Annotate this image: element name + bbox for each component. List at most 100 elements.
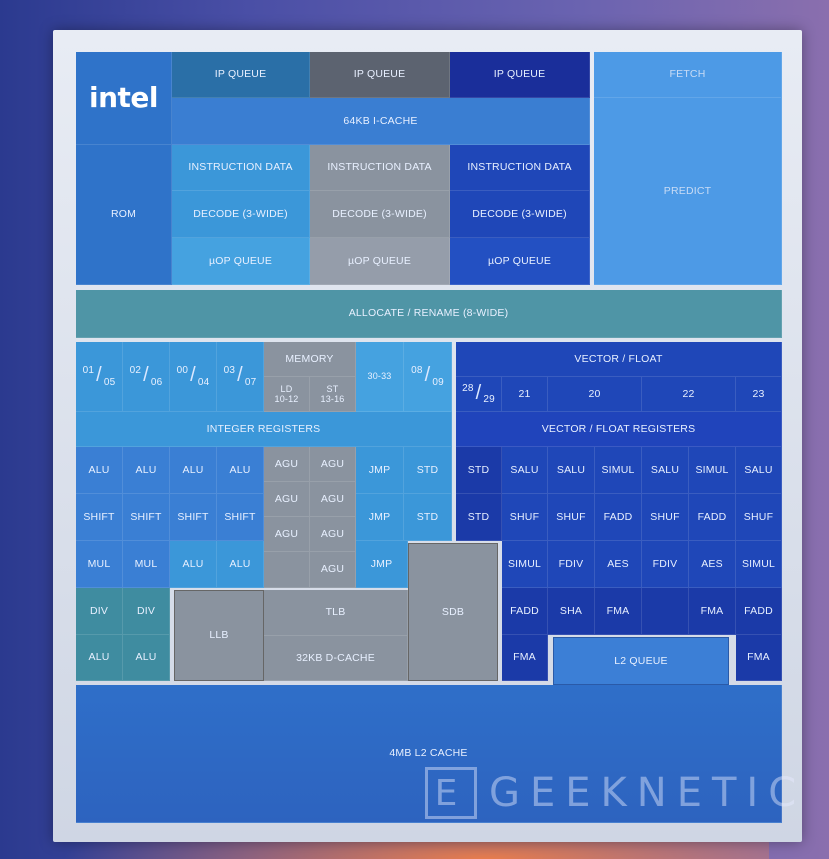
int-unit: ALU — [170, 447, 217, 494]
int-unit: SHIFT — [76, 494, 123, 541]
memory-label: MEMORY — [264, 342, 356, 377]
int-unit: STD — [404, 447, 452, 494]
instruction-data-1: INSTRUCTION DATA — [172, 145, 310, 191]
watermark: E GEEKNETIC — [425, 762, 815, 824]
llb-block: LLB — [174, 590, 264, 681]
l2-queue-block: L2 QUEUE — [553, 637, 729, 685]
int-port-0809: 08/09 — [404, 342, 452, 412]
tlb-block: TLB — [264, 590, 408, 636]
int-unit: ALU — [123, 447, 170, 494]
int-unit: ALU — [76, 447, 123, 494]
uop-queue-1: µOP QUEUE — [172, 238, 310, 285]
int-unit: ALU — [217, 541, 264, 588]
vec-port-21: 21 — [502, 377, 548, 412]
vec-unit: SALU — [736, 447, 782, 494]
int-unit: AGU — [264, 517, 310, 552]
ld-ports: LD 10-12 — [264, 377, 310, 412]
vec-unit: SIMUL — [689, 447, 736, 494]
predict-block: PREDICT — [594, 98, 782, 285]
l2-cache-block: 4MB L2 CACHE — [76, 685, 782, 823]
decode-3: DECODE (3-WIDE) — [450, 191, 590, 238]
int-unit: ALU — [76, 635, 123, 681]
vec-unit: FMA — [736, 635, 782, 681]
int-unit: ALU — [123, 635, 170, 681]
int-unit: AGU — [264, 447, 310, 482]
vec-unit: FDIV — [642, 541, 689, 588]
int-port-3033: 30-33 — [356, 342, 404, 412]
ip-queue-3: IP QUEUE — [450, 52, 590, 98]
int-unit: ALU — [170, 541, 217, 588]
vec-unit: FADD — [595, 494, 642, 541]
int-unit: JMP — [356, 447, 404, 494]
ip-queue-2: IP QUEUE — [310, 52, 450, 98]
vec-unit: SHUF — [502, 494, 548, 541]
vec-unit: STD — [456, 494, 502, 541]
int-unit: SHIFT — [123, 494, 170, 541]
vec-unit: SIMUL — [502, 541, 548, 588]
vec-unit: SIMUL — [736, 541, 782, 588]
vec-unit: SHUF — [736, 494, 782, 541]
int-unit: ALU — [217, 447, 264, 494]
decode-2: DECODE (3-WIDE) — [310, 191, 450, 238]
vec-unit: SIMUL — [595, 447, 642, 494]
watermark-logo-icon: E — [425, 767, 477, 819]
int-unit: DIV — [123, 588, 170, 635]
fetch-block: FETCH — [594, 52, 782, 98]
vec-unit: FADD — [689, 494, 736, 541]
vec-unit: FMA — [502, 635, 548, 681]
vec-empty — [642, 588, 689, 635]
int-unit: JMP — [356, 494, 404, 541]
intel-logo-block: intel — [76, 52, 172, 145]
instruction-data-2: INSTRUCTION DATA — [310, 145, 450, 191]
vec-unit: SALU — [502, 447, 548, 494]
int-port-0307: 03/07 — [217, 342, 264, 412]
int-unit: AGU — [264, 482, 310, 517]
int-port-0206: 02/06 — [123, 342, 170, 412]
int-unit: DIV — [76, 588, 123, 635]
decode-1: DECODE (3-WIDE) — [172, 191, 310, 238]
vec-unit: SHUF — [642, 494, 689, 541]
int-unit: AGU — [310, 517, 356, 552]
vec-unit: SHA — [548, 588, 595, 635]
vec-unit: STD — [456, 447, 502, 494]
int-unit: STD — [404, 494, 452, 541]
vec-port-23: 23 — [736, 377, 782, 412]
intel-logo: intel — [88, 80, 159, 114]
vec-unit: FADD — [502, 588, 548, 635]
vec-unit: SALU — [642, 447, 689, 494]
vec-unit: FADD — [736, 588, 782, 635]
vec-unit: SALU — [548, 447, 595, 494]
int-filler — [264, 552, 310, 588]
vec-port-2829: 28/29 — [456, 377, 502, 412]
integer-registers: INTEGER REGISTERS — [76, 412, 452, 447]
int-unit: MUL — [123, 541, 170, 588]
sdb-block: SDB — [408, 543, 498, 681]
uop-queue-2: µOP QUEUE — [310, 238, 450, 285]
vec-port-22: 22 — [642, 377, 736, 412]
int-unit: AGU — [310, 447, 356, 482]
instruction-data-3: INSTRUCTION DATA — [450, 145, 590, 191]
vec-port-20: 20 — [548, 377, 642, 412]
vec-unit: FMA — [595, 588, 642, 635]
int-unit: MUL — [76, 541, 123, 588]
int-unit: SHIFT — [170, 494, 217, 541]
int-port-0105: 01/05 — [76, 342, 123, 412]
int-unit: SHIFT — [217, 494, 264, 541]
rom-block: ROM — [76, 145, 172, 285]
vec-unit: FDIV — [548, 541, 595, 588]
vector-float-registers: VECTOR / FLOAT REGISTERS — [456, 412, 782, 447]
vec-unit: AES — [595, 541, 642, 588]
icache-block: 64KB I-CACHE — [172, 98, 590, 145]
int-port-0004: 00/04 — [170, 342, 217, 412]
uop-queue-3: µOP QUEUE — [450, 238, 590, 285]
watermark-text: GEEKNETIC — [489, 770, 807, 816]
int-unit: AGU — [310, 552, 356, 588]
st-ports: ST 13-16 — [310, 377, 356, 412]
ip-queue-1: IP QUEUE — [172, 52, 310, 98]
dcache-block: 32KB D-CACHE — [264, 636, 408, 681]
allocate-rename-block: ALLOCATE / RENAME (8-WIDE) — [76, 290, 782, 338]
vec-unit: FMA — [689, 588, 736, 635]
vec-unit: AES — [689, 541, 736, 588]
vector-float-label: VECTOR / FLOAT — [456, 342, 782, 377]
int-unit: AGU — [310, 482, 356, 517]
